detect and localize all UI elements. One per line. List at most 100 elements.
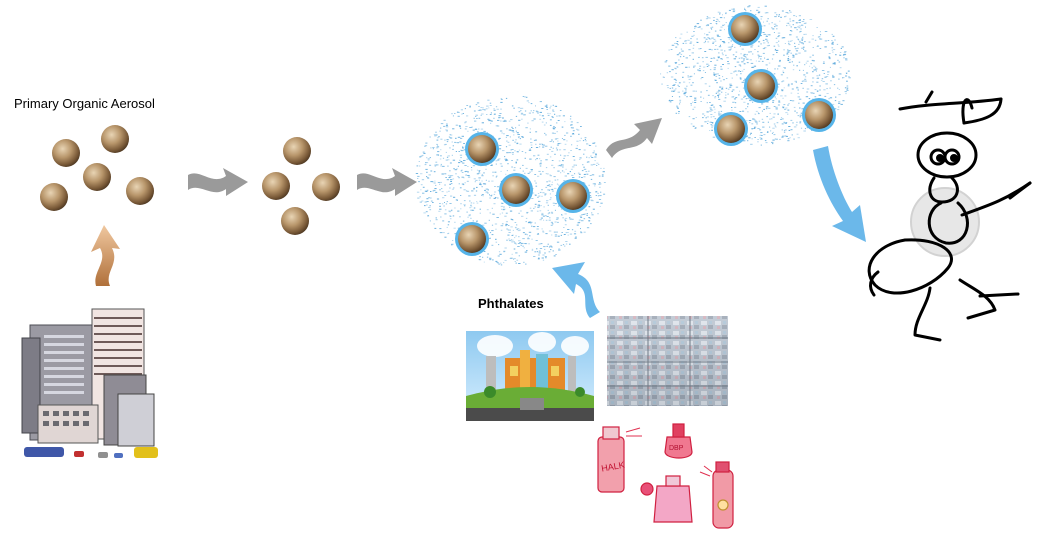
cloud-dot <box>586 213 588 215</box>
cloud-dot <box>743 95 747 97</box>
cloud-dot <box>448 136 451 138</box>
cloud-dot <box>749 51 752 53</box>
cloud-dot <box>442 197 445 199</box>
cloud-dot <box>525 263 527 265</box>
cloud-dot <box>569 218 573 220</box>
cloud-dot <box>763 21 764 23</box>
cloud-dot <box>739 45 741 47</box>
cloud-dot <box>578 133 580 135</box>
cloud-dot <box>555 105 558 107</box>
cloud-dot <box>545 134 547 136</box>
cloud-dot <box>473 110 476 112</box>
cloud-dot <box>495 260 498 262</box>
cloud-dot <box>492 213 495 215</box>
cloud-dot <box>456 199 458 201</box>
cloud-dot <box>506 224 508 226</box>
cloud-dot <box>772 139 775 141</box>
cloud-dot <box>735 102 737 104</box>
cloud-dot <box>499 148 502 150</box>
cloud-dot <box>669 101 672 103</box>
cloud-dot <box>792 24 794 26</box>
cloud-dot <box>787 22 790 24</box>
cloud-dot <box>561 170 564 172</box>
cloud-dot <box>746 120 748 122</box>
cloud-dot <box>578 221 581 223</box>
cloud-dot <box>451 209 453 211</box>
cloud-dot <box>671 44 673 46</box>
cloud-dot <box>430 191 432 192</box>
cloud-dot <box>777 36 780 38</box>
cloud-dot <box>557 120 560 121</box>
cloud-dot <box>447 221 450 223</box>
cloud-dot <box>514 237 516 239</box>
cloud-dot <box>519 229 521 231</box>
cloud-dot <box>835 96 837 98</box>
cloud-dot <box>435 184 437 186</box>
cloud-dot <box>541 189 543 191</box>
cloud-dot <box>436 164 439 166</box>
cloud-dot <box>541 143 543 145</box>
cloud-dot <box>503 133 505 135</box>
cloud-dot <box>593 150 595 152</box>
cloud-dot <box>558 115 561 117</box>
cloud-dot <box>436 154 439 156</box>
cloud-dot <box>512 128 514 129</box>
cloud-dot <box>489 197 491 199</box>
cloud-dot <box>720 106 722 108</box>
cloud-dot <box>717 89 720 91</box>
cloud-dot <box>802 43 804 45</box>
cloud-dot <box>423 152 426 154</box>
cloud-dot <box>738 94 740 96</box>
cloud-dot <box>476 173 479 175</box>
cloud-dot <box>536 210 539 212</box>
cloud-dot <box>494 186 496 187</box>
cloud-dot <box>533 110 535 112</box>
cloud-dot <box>535 143 537 145</box>
cloud-dot <box>478 177 481 179</box>
cloud-dot <box>716 23 718 25</box>
cloud-dot <box>482 256 484 258</box>
cloud-dot <box>542 259 545 261</box>
cloud-dot <box>530 138 532 140</box>
cloud-dot <box>786 12 790 14</box>
cloud-dot <box>754 120 757 122</box>
cloud-dot <box>825 76 829 77</box>
cloud-dot <box>580 216 583 218</box>
cloud-dot <box>670 100 674 101</box>
cloud-dot <box>467 166 469 167</box>
cloud-dot <box>518 236 520 238</box>
cloud-dot <box>761 103 764 105</box>
cloud-dot <box>515 252 518 254</box>
cloud-dot <box>439 208 442 210</box>
cloud-dot <box>559 110 562 111</box>
cloud-dot <box>766 20 768 22</box>
cloud-dot <box>698 70 701 72</box>
cloud-dot <box>602 171 605 173</box>
cloud-dot <box>425 211 428 213</box>
cloud-dot <box>684 42 688 44</box>
cloud-dot <box>488 237 491 239</box>
cloud-dot <box>513 241 515 243</box>
cloud-dot <box>735 56 737 58</box>
cloud-dot <box>769 118 771 120</box>
cloud-dot <box>430 147 432 149</box>
cloud-dot <box>475 179 478 181</box>
cloud-dot <box>814 66 817 68</box>
cloud-dot <box>730 48 732 50</box>
cloud-dot <box>417 178 419 179</box>
cloud-dot <box>546 200 549 202</box>
cloud-dot <box>556 149 558 151</box>
cloud-dot <box>811 59 814 61</box>
cloud-dot <box>470 206 473 208</box>
cloud-dot <box>464 182 466 184</box>
cloud-dot <box>803 19 805 21</box>
cloud-dot <box>460 109 463 111</box>
cloud-dot <box>539 162 542 164</box>
cloud-dot <box>583 168 587 170</box>
cloud-dot <box>499 113 502 114</box>
cloud-dot <box>727 37 731 38</box>
cloud-dot <box>791 40 793 42</box>
cloud-dot <box>749 122 751 124</box>
cloud-dot <box>778 40 780 42</box>
cloud-dot <box>540 160 542 162</box>
